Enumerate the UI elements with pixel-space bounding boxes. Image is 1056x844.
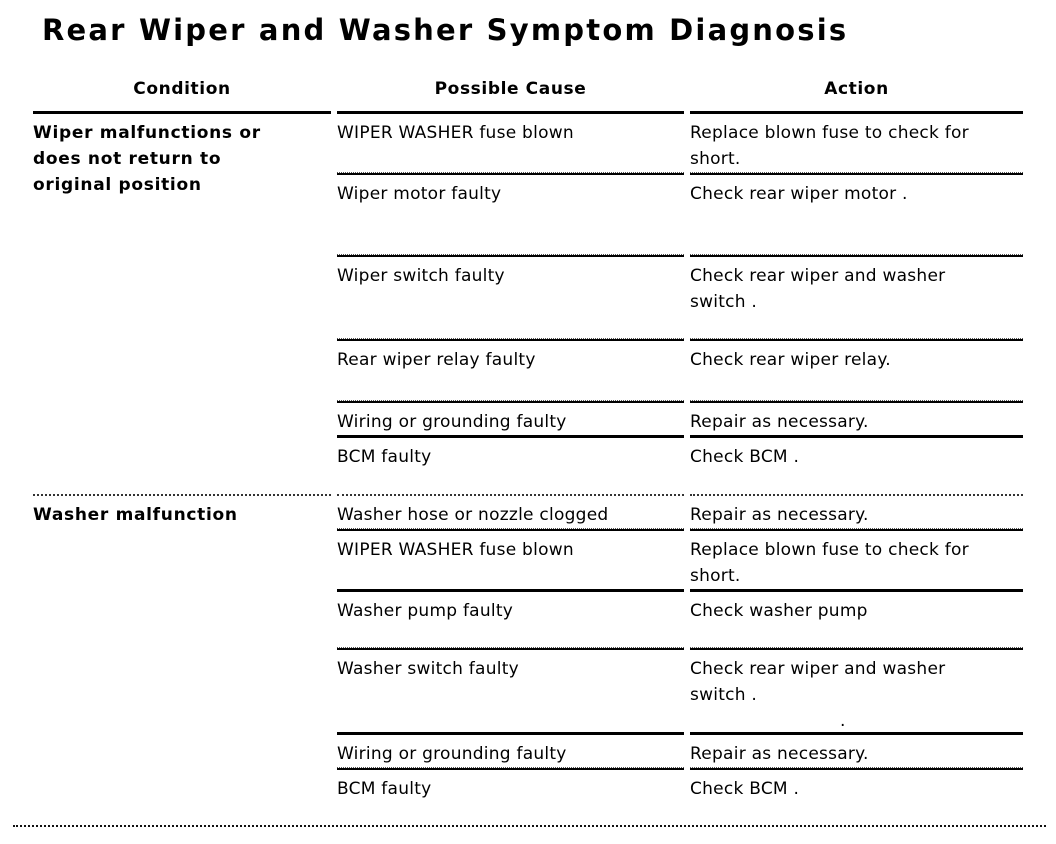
action-cell: Repair as necessary. xyxy=(690,744,869,764)
condition-cell: Wiper malfunctions or does not return to… xyxy=(33,114,331,494)
cause-cell: Washer hose or nozzle clogged xyxy=(337,505,609,525)
bottom-rule xyxy=(13,825,1046,827)
action-cell: Check rear wiper motor . xyxy=(690,184,908,204)
row-divider xyxy=(337,435,1023,438)
action-cell: Repair as necessary. xyxy=(690,412,869,432)
action-cell: Check BCM . xyxy=(690,447,800,467)
row-divider xyxy=(337,338,1023,341)
table-row: Wiring or grounding faulty Repair as nec… xyxy=(337,735,1023,767)
table-row: Wiper switch faulty Check rear wiper and… xyxy=(337,257,1023,338)
condition-text: Washer malfunction xyxy=(33,505,238,525)
table-row: WIPER WASHER fuse blown Replace blown fu… xyxy=(337,531,1023,589)
table-row: Wiper motor faulty Check rear wiper moto… xyxy=(337,175,1023,254)
section-divider xyxy=(33,494,1023,496)
table-row: Wiring or grounding faulty Repair as nec… xyxy=(337,403,1023,435)
cause-cell: Washer pump faulty xyxy=(337,601,514,621)
action-cell: Check rear wiper and washer switch . xyxy=(690,266,946,312)
row-divider xyxy=(337,647,1023,650)
table-header-row: Condition Possible Cause Action xyxy=(33,76,1023,114)
row-divider xyxy=(337,732,1023,735)
cause-cell: Wiring or grounding faulty xyxy=(337,412,567,432)
table-row: Washer switch faulty Check rear wiper an… xyxy=(337,650,1023,732)
action-cell: Repair as necessary. xyxy=(690,505,869,525)
action-cell: Replace blown fuse to check for short. xyxy=(690,540,969,586)
table-row: Washer pump faulty Check washer pump xyxy=(337,592,1023,647)
condition-text: Wiper malfunctions or does not return to… xyxy=(33,123,261,195)
cause-cell: WIPER WASHER fuse blown xyxy=(337,123,574,143)
cause-cell: Wiper motor faulty xyxy=(337,184,502,204)
table-row: Rear wiper relay faulty Check rear wiper… xyxy=(337,341,1023,400)
section-rows: Washer hose or nozzle clogged Repair as … xyxy=(337,496,1023,825)
table-row: BCM faulty Check BCM . xyxy=(337,770,1023,825)
action-cell: Check rear wiper and washer switch . xyxy=(690,659,946,705)
cause-cell: BCM faulty xyxy=(337,447,432,467)
row-divider xyxy=(337,400,1023,403)
diagnosis-table: Condition Possible Cause Action Wiper ma… xyxy=(13,76,1046,827)
table-header-possible-cause: Possible Cause xyxy=(337,76,684,114)
cause-cell: Washer switch faulty xyxy=(337,659,519,679)
action-cell: Check rear wiper relay. xyxy=(690,350,891,370)
condition-cell: Washer malfunction xyxy=(33,496,331,825)
table-row: Washer hose or nozzle clogged Repair as … xyxy=(337,496,1023,528)
stray-mark: . xyxy=(840,711,846,731)
table-row: WIPER WASHER fuse blown Replace blown fu… xyxy=(337,114,1023,172)
action-cell: Check BCM . xyxy=(690,779,800,799)
section-wiper-malfunction: Wiper malfunctions or does not return to… xyxy=(33,114,1023,494)
row-divider xyxy=(337,254,1023,257)
table-row: BCM faulty Check BCM . xyxy=(337,438,1023,494)
table-header-action: Action xyxy=(690,76,1023,114)
cause-cell: WIPER WASHER fuse blown xyxy=(337,540,574,560)
section-rows: WIPER WASHER fuse blown Replace blown fu… xyxy=(337,114,1023,494)
action-cell: Check washer pump xyxy=(690,601,868,621)
cause-cell: Rear wiper relay faulty xyxy=(337,350,536,370)
cause-cell: Wiper switch faulty xyxy=(337,266,505,286)
section-washer-malfunction: Washer malfunction Washer hose or nozzle… xyxy=(33,496,1023,825)
action-cell: Replace blown fuse to check for short. xyxy=(690,123,969,169)
row-divider xyxy=(337,589,1023,592)
row-divider xyxy=(337,528,1023,531)
row-divider xyxy=(337,172,1023,175)
page-title: Rear Wiper and Washer Symptom Diagnosis xyxy=(42,13,849,47)
cause-cell: BCM faulty xyxy=(337,779,432,799)
row-divider xyxy=(337,767,1023,770)
table-header-condition: Condition xyxy=(33,76,331,114)
cause-cell: Wiring or grounding faulty xyxy=(337,744,567,764)
